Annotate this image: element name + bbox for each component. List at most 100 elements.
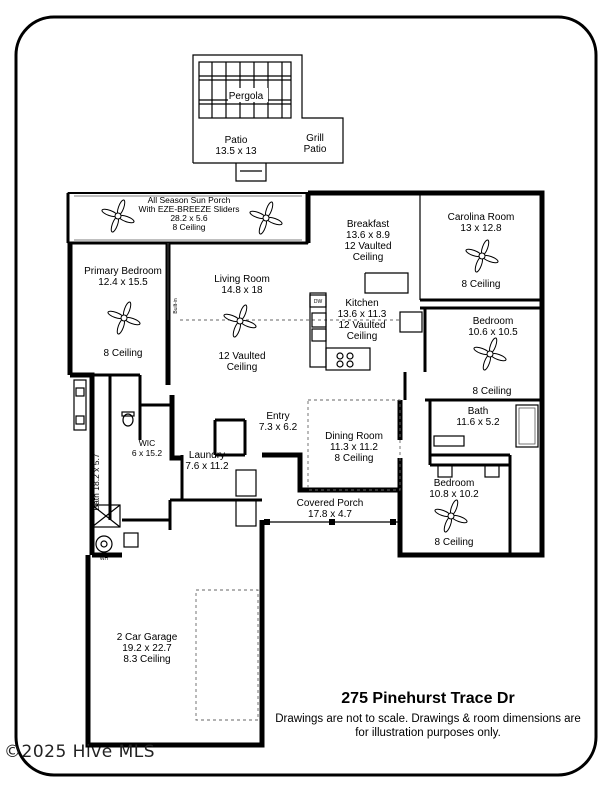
- room-label-line: Patio: [304, 144, 327, 155]
- primary-bath-label: Bath 18.2 x 5.7: [91, 453, 101, 510]
- room-label-line: 10.6 x 10.5: [468, 327, 518, 338]
- covered-porch: [262, 519, 400, 525]
- room-label-line: Dining Room: [325, 431, 383, 442]
- room-label-line: Ceiling: [347, 331, 378, 342]
- room-label-line: Breakfast: [347, 219, 389, 230]
- room-label-line: Carolina Room: [448, 212, 515, 223]
- room-label-line: 12.4 x 15.5: [98, 277, 148, 288]
- room-label-line: Ceiling: [227, 362, 258, 373]
- room-label-line: Entry: [266, 411, 289, 422]
- water-heater-label: WH: [100, 556, 109, 562]
- kitchen-fixtures: DW: [309, 272, 423, 371]
- room-label-line: 12 Vaulted: [218, 351, 265, 362]
- ceiling-fan-icon: [101, 199, 135, 233]
- house-walls: [67, 190, 545, 748]
- room-label-bedroom3_ceiling: 8 Ceiling: [435, 537, 474, 548]
- room-label-line: 11.6 x 5.2: [456, 417, 500, 428]
- room-label-bedroom2_ceiling: 8 Ceiling: [473, 386, 512, 397]
- room-label-line: 12 Vaulted: [344, 241, 391, 252]
- room-label-carolina_ceiling: 8 Ceiling: [462, 279, 501, 290]
- room-label-line: Covered Porch: [297, 498, 364, 509]
- room-label-line: 13 x 12.8: [460, 223, 502, 234]
- room-label-line: Living Room: [214, 274, 270, 285]
- room-label-pergola: Pergola: [229, 91, 264, 102]
- dishwasher-label: DW: [314, 299, 323, 305]
- room-label-line: 7.3 x 6.2: [259, 422, 298, 433]
- room-label-line: Primary Bedroom: [84, 266, 162, 277]
- sun-porch: [66, 192, 309, 245]
- room-label-line: 19.2 x 22.7: [122, 643, 172, 654]
- room-label-line: WIC: [139, 438, 156, 448]
- room-label-line: 13.6 x 11.3: [338, 309, 387, 320]
- bath-fixtures: WH: [73, 379, 539, 562]
- room-label-line: Ceiling: [353, 252, 384, 263]
- room-label-line: Patio: [225, 135, 248, 146]
- room-label-line: 8 Ceiling: [462, 279, 501, 290]
- room-label-line: 8 Ceiling: [104, 348, 143, 359]
- ceiling-fan-icon: [434, 499, 468, 533]
- room-label-line: All Season Sun Porch: [148, 195, 231, 205]
- page-frame: [14, 15, 598, 777]
- ceiling-fan-icon: [107, 301, 141, 335]
- room-label-line: Laundry: [189, 450, 225, 461]
- room-label-line: 8 Ceiling: [335, 453, 374, 464]
- room-label-line: 28.2 x 5.6: [170, 213, 208, 223]
- room-label-line: 14.8 x 18: [221, 285, 263, 296]
- ceiling-fan-icon: [223, 304, 257, 338]
- room-label-line: With EZE-BREEZE Sliders: [138, 204, 239, 214]
- room-label-line: 8 Ceiling: [473, 386, 512, 397]
- room-label-line: 8 Ceiling: [435, 537, 474, 548]
- property-address: 275 Pinehurst Trace Dr: [341, 690, 515, 707]
- room-label-line: 2 Car Garage: [117, 632, 178, 643]
- room-label-line: 12 Vaulted: [338, 320, 385, 331]
- room-label-line: Pergola: [229, 91, 264, 102]
- room-label-line: Grill: [306, 133, 324, 144]
- room-label-line: 13.5 x 13: [215, 146, 257, 157]
- title-block: 275 Pinehurst Trace Dr Drawings are not …: [268, 690, 588, 740]
- room-label-line: 8 Ceiling: [172, 222, 205, 232]
- room-label-line: Bedroom: [434, 478, 475, 489]
- room-label-line: 8.3 Ceiling: [123, 654, 170, 665]
- room-label-line: Bedroom: [473, 316, 514, 327]
- laundry-appliances: [235, 469, 257, 527]
- room-label-line: 13.6 x 8.9: [346, 230, 390, 241]
- room-label-line: 11.3 x 11.2: [330, 442, 378, 453]
- mls-watermark: ©2025 Hive MLS: [4, 742, 156, 762]
- built-in-label: Built-in: [173, 298, 179, 314]
- room-label-line: 10.8 x 10.2: [429, 489, 479, 500]
- patio-area: [192, 54, 344, 182]
- ceiling-fans: [101, 199, 507, 533]
- ceiling-fan-icon: [465, 239, 499, 273]
- room-label-line: 6 x 15.2: [132, 448, 163, 458]
- ceiling-fan-icon: [473, 337, 507, 371]
- room-label-primary_ceiling: 8 Ceiling: [104, 348, 143, 359]
- room-label-line: Kitchen: [345, 298, 378, 309]
- room-label-line: 7.6 x 11.2: [185, 461, 229, 472]
- disclaimer-text: Drawings are not to scale. Drawings & ro…: [275, 713, 581, 739]
- room-label-line: Bath: [468, 406, 489, 417]
- dashed-lines: [167, 243, 401, 721]
- pergola-grid: [198, 61, 292, 119]
- room-label-line: 17.8 x 4.7: [308, 509, 352, 520]
- ceiling-fan-icon: [249, 201, 283, 235]
